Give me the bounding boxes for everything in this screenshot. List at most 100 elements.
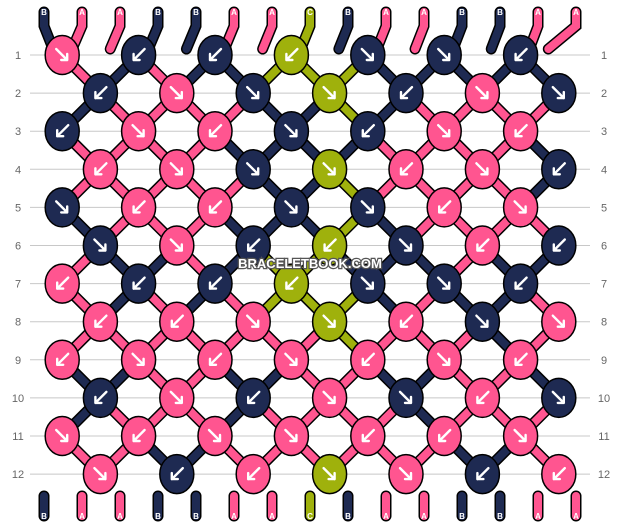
knot — [311, 301, 348, 342]
knot — [388, 377, 424, 419]
arrow-down-left-icon — [132, 47, 146, 62]
knot — [197, 110, 233, 152]
strand-label-top: A — [383, 8, 389, 17]
row-number-right: 5 — [601, 202, 607, 214]
knot — [197, 339, 233, 381]
arrow-down-left-icon — [552, 466, 566, 481]
knot — [388, 72, 424, 114]
arrow-down-right-icon — [437, 276, 451, 290]
strand-label-bottom: A — [117, 512, 123, 521]
strand-end-top — [544, 8, 580, 53]
row-number-left: 2 — [15, 88, 21, 100]
knot — [120, 34, 157, 76]
strand-label-bottom: B — [155, 512, 161, 521]
arrow-down-left-icon — [285, 47, 299, 62]
strand-label-top: B — [155, 8, 161, 17]
arrow-down-right-icon — [513, 428, 527, 443]
knot — [159, 453, 195, 495]
knot — [197, 263, 233, 304]
knot — [464, 72, 501, 114]
strand-label-bottom: A — [79, 512, 85, 521]
knot — [541, 225, 577, 266]
arrow-down-right-icon — [93, 238, 107, 252]
arrow-down-left-icon — [285, 276, 299, 290]
row-number-right: 7 — [601, 279, 607, 291]
arrow-down-right-icon — [437, 352, 451, 366]
knot — [350, 263, 386, 304]
arrow-down-left-icon — [514, 123, 528, 138]
arrow-down-right-icon — [475, 314, 489, 328]
arrow-down-right-icon — [551, 314, 565, 328]
knot — [159, 225, 195, 266]
knot — [273, 415, 310, 457]
arrow-down-left-icon — [94, 314, 108, 328]
arrow-down-left-icon — [399, 314, 414, 328]
knot — [350, 339, 386, 381]
arrow-down-right-icon — [169, 85, 184, 100]
arrow-down-right-icon — [55, 47, 69, 62]
knot — [44, 339, 80, 381]
row-number-right: 3 — [601, 126, 607, 138]
arrow-down-right-icon — [245, 314, 260, 328]
strand-end-top — [258, 8, 276, 53]
knot — [464, 377, 501, 419]
knot — [120, 263, 157, 304]
arrow-down-right-icon — [360, 47, 374, 62]
knot — [311, 225, 348, 266]
arrow-down-right-icon — [322, 85, 336, 100]
knot — [541, 377, 577, 419]
arrow-down-right-icon — [360, 200, 374, 214]
knot — [502, 415, 539, 457]
knot — [426, 263, 462, 304]
knot — [235, 225, 271, 266]
knot — [350, 110, 386, 152]
knot — [159, 149, 195, 190]
arrow-down-right-icon — [475, 162, 489, 176]
knot — [82, 453, 119, 495]
strand-label-top: A — [231, 8, 237, 17]
arrow-down-right-icon — [551, 85, 565, 100]
arrow-down-left-icon — [208, 123, 223, 138]
knot — [120, 339, 157, 381]
knot — [82, 225, 119, 266]
knot — [541, 72, 577, 114]
arrow-down-left-icon — [476, 238, 490, 252]
knot — [426, 110, 462, 152]
arrow-down-left-icon — [246, 238, 261, 252]
knot — [502, 187, 539, 228]
knot — [273, 187, 310, 228]
knot — [464, 149, 501, 190]
knot — [426, 339, 462, 381]
knot — [44, 187, 80, 228]
strand-label-bottom: B — [41, 512, 47, 521]
arrow-down-left-icon — [56, 123, 70, 138]
arrow-down-right-icon — [398, 466, 413, 481]
arrow-down-right-icon — [93, 466, 107, 481]
strand-end-top — [106, 8, 124, 53]
strand-label-top: B — [459, 8, 465, 17]
knot — [273, 34, 310, 76]
knot — [426, 415, 462, 457]
arrow-down-right-icon — [284, 428, 298, 443]
arrow-down-left-icon — [476, 390, 490, 405]
knot — [159, 301, 195, 342]
arrow-down-right-icon — [55, 428, 69, 443]
arrow-down-left-icon — [399, 85, 414, 100]
knot — [350, 34, 386, 76]
knot — [541, 453, 577, 495]
knot — [44, 415, 80, 457]
arrow-down-left-icon — [56, 352, 70, 366]
arrow-down-left-icon — [208, 276, 223, 290]
arrow-down-left-icon — [514, 276, 528, 290]
knot — [388, 453, 424, 495]
arrow-down-left-icon — [514, 47, 528, 62]
arrow-down-right-icon — [322, 466, 336, 481]
arrow-down-left-icon — [361, 123, 375, 138]
strand-label-bottom: A — [269, 512, 275, 521]
arrow-down-right-icon — [55, 200, 69, 214]
knot — [197, 415, 233, 457]
knot — [82, 377, 119, 419]
watermark-text: BRACELETBOOK.COM — [238, 256, 382, 271]
arrow-down-left-icon — [399, 162, 414, 176]
